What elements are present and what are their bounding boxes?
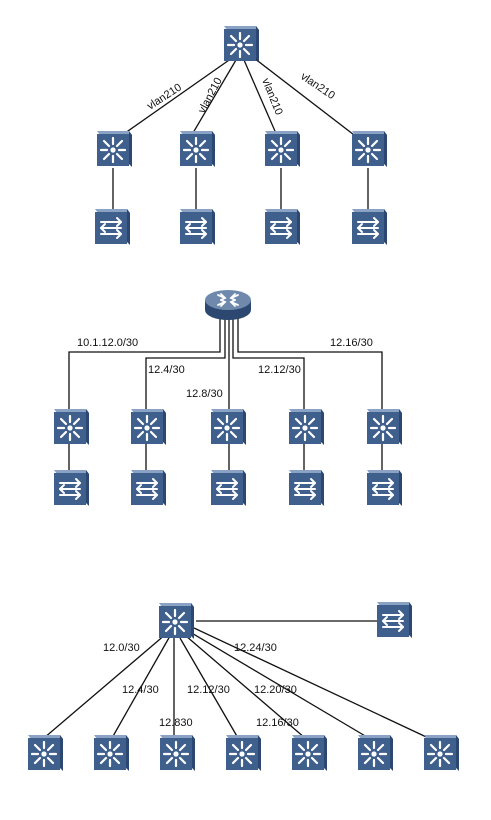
layer3-switch-icon[interactable]: [422, 733, 461, 773]
link-label: vlan210: [145, 81, 184, 112]
link-label: 12.12/30: [258, 364, 301, 376]
link-label: 12.16/30: [330, 337, 373, 349]
link-1: [68, 315, 221, 412]
layer3-switch-icon[interactable]: [26, 733, 65, 773]
layer3-switch-icon[interactable]: [222, 24, 261, 64]
layer2-switch-icon[interactable]: [53, 469, 90, 507]
link-4: [232, 315, 305, 412]
link-5: [237, 315, 383, 412]
layer3-switch-icon[interactable]: [356, 733, 395, 773]
layer3-switch-icon[interactable]: [157, 601, 196, 641]
layer3-switch-icon[interactable]: [224, 733, 263, 773]
diagram-3: 12.0/30 12.4/30 12.830 12.12/30 12.16/30…: [26, 601, 461, 773]
link-label: 12.830: [159, 717, 193, 729]
link-2: [145, 315, 226, 412]
layer3-switch-icon[interactable]: [178, 129, 217, 169]
link-3: [243, 59, 279, 139]
diagram-1: vlan210 vlan210 vlan210 vlan210: [94, 24, 389, 246]
link-label: vlan210: [259, 77, 285, 117]
diagram-3-links: [43, 620, 438, 743]
link-5: [185, 635, 306, 739]
link-2: [111, 635, 171, 739]
diagram-1-links: [112, 57, 369, 210]
layer2-switch-icon[interactable]: [376, 601, 413, 639]
layer3-switch-icon[interactable]: [95, 129, 134, 169]
link-label: 12.0/30: [103, 642, 140, 654]
layer2-switch-icon[interactable]: [210, 469, 247, 507]
layer3-switch-icon[interactable]: [365, 407, 404, 447]
link-label: vlan210: [196, 76, 225, 116]
link-1: [117, 57, 233, 139]
layer3-switch-icon[interactable]: [52, 407, 91, 447]
link-6: [189, 631, 373, 741]
link-label: 12.4/30: [122, 684, 159, 696]
layer3-switch-icon[interactable]: [209, 407, 248, 447]
layer2-switch-icon[interactable]: [288, 469, 325, 507]
link-1: [43, 633, 167, 739]
layer3-switch-icon[interactable]: [263, 129, 302, 169]
layer3-switch-icon[interactable]: [129, 407, 168, 447]
layer2-switch-icon[interactable]: [366, 469, 403, 507]
link-2: [189, 59, 237, 139]
layer3-switch-icon[interactable]: [350, 129, 389, 169]
layer3-switch-icon[interactable]: [290, 733, 329, 773]
link-7: [193, 627, 438, 743]
layer3-switch-icon[interactable]: [92, 733, 131, 773]
link-label: 10.1.12.0/30: [77, 337, 138, 349]
layer2-switch-icon[interactable]: [351, 208, 388, 246]
layer3-switch-icon[interactable]: [287, 407, 326, 447]
link-label: 12.16/30: [256, 717, 299, 729]
layer2-switch-icon[interactable]: [179, 208, 216, 246]
link-label: 12.8/30: [186, 388, 223, 400]
layer3-switch-icon[interactable]: [158, 733, 197, 773]
layer2-switch-icon[interactable]: [94, 208, 131, 246]
layer2-switch-icon[interactable]: [264, 208, 301, 246]
link-label: 12.20/30: [254, 684, 297, 696]
layer2-switch-icon[interactable]: [130, 469, 167, 507]
link-4: [179, 637, 239, 739]
link-label: 12.4/30: [148, 364, 185, 376]
link-4: [253, 57, 359, 139]
link-label: 12.24/30: [234, 642, 277, 654]
link-label: 12.12/30: [187, 684, 230, 696]
diagram-2-links: [68, 315, 383, 472]
diagram-2: 10.1.12.0/30 12.4/30 12.8/30 12.12/30 12…: [52, 289, 404, 507]
router-icon[interactable]: [204, 289, 252, 321]
